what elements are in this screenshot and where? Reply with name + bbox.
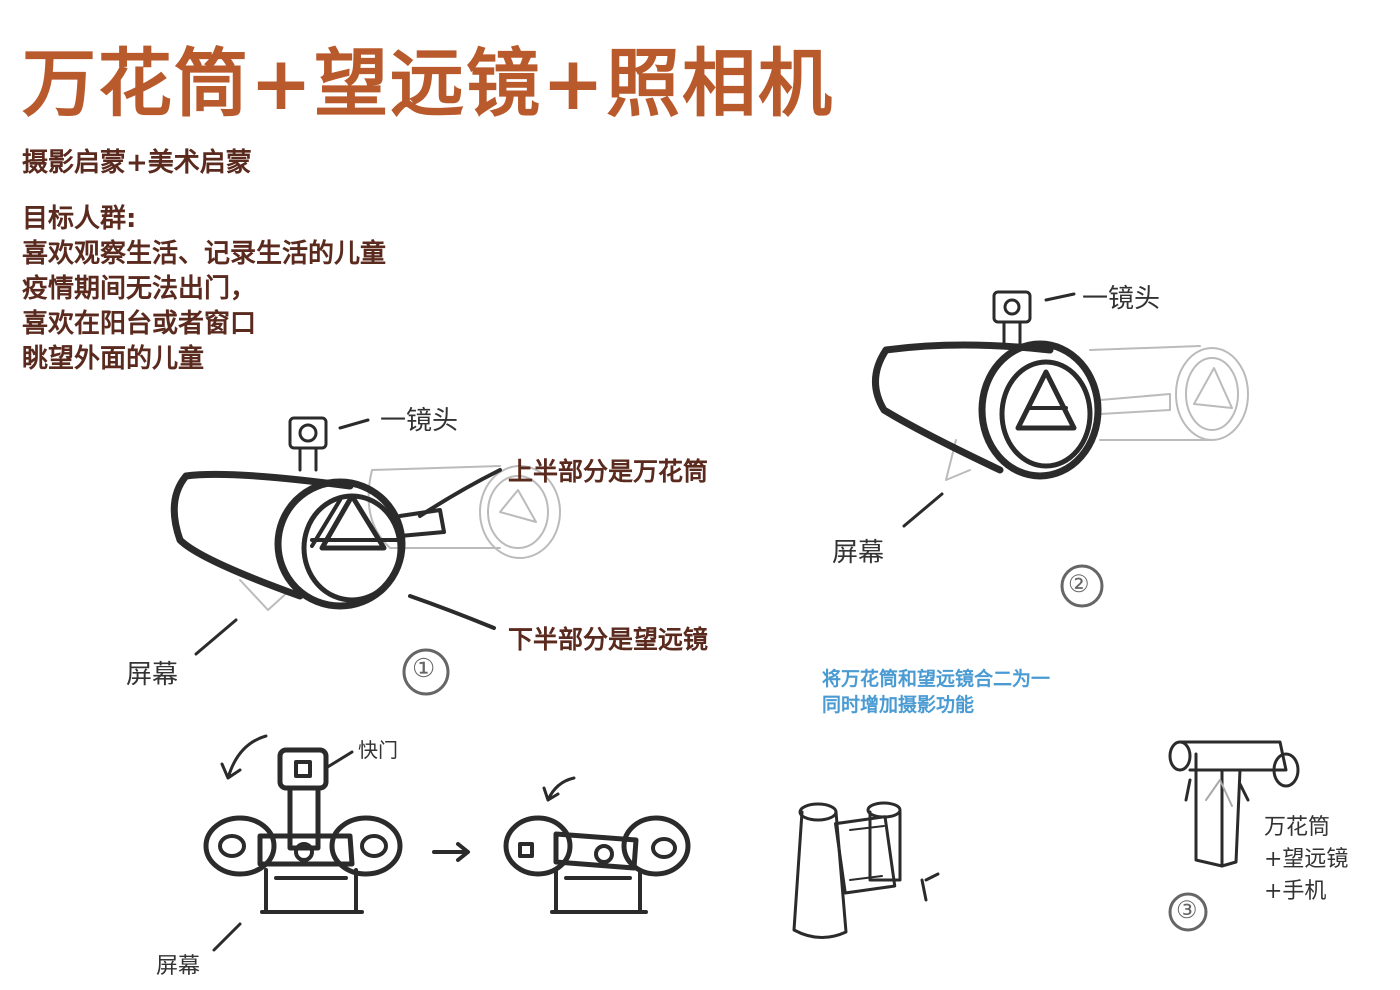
- subtitle: 摄影启蒙+美术启蒙: [22, 148, 252, 178]
- sketch-bottom-left: [203, 734, 403, 952]
- sketch-1-lens-label: 一镜头: [380, 406, 459, 436]
- sketch-2-device: [872, 290, 1249, 608]
- sketch-2-screen-label: 屏幕: [832, 538, 885, 568]
- sketch-3-caption-line-3: +手机: [1264, 879, 1327, 904]
- sketch-3-number: ③: [1176, 896, 1198, 924]
- sketch-1-upper-callout: 上半部分是万花筒: [508, 457, 709, 486]
- sketch-1-screen-label: 屏幕: [126, 660, 179, 690]
- sketch-3-caption-line-2: +望远镜: [1264, 847, 1349, 872]
- target-audience: 目标人群: 喜欢观察生活、记录生活的儿童 疫情期间无法出门， 喜欢在阳台或者窗口…: [22, 202, 386, 377]
- target-audience-line-3: 喜欢在阳台或者窗口: [22, 309, 257, 339]
- sketch-1-device: [170, 416, 561, 696]
- merge-note-line-1: 将万花筒和望远镜合二为一: [822, 668, 1051, 690]
- target-audience-line-1: 喜欢观察生活、记录生活的儿童: [22, 239, 387, 269]
- sketch-3-caption-line-1: 万花筒: [1264, 815, 1331, 840]
- target-audience-line-4: 眺望外面的儿童: [22, 344, 205, 374]
- merge-note-line-2: 同时增加摄影功能: [822, 694, 975, 716]
- bottom-screen-label: 屏幕: [156, 954, 201, 979]
- sketch-binocular: [792, 801, 940, 939]
- sketch-bottom-middle: [503, 776, 691, 914]
- shutter-label: 快门: [358, 738, 398, 762]
- sketch-3-caption: 万花筒 +望远镜 +手机: [1264, 812, 1348, 908]
- sketch-2-number: ②: [1068, 570, 1090, 598]
- target-audience-heading: 目标人群:: [22, 204, 137, 234]
- target-audience-line-2: 疫情期间无法出门，: [22, 274, 257, 304]
- sketch-1-number: ①: [412, 654, 436, 684]
- sketch-2-lens-label: 一镜头: [1082, 284, 1161, 314]
- merge-note: 将万花筒和望远镜合二为一 同时增加摄影功能: [822, 666, 1050, 718]
- sketch-1-lower-callout: 下半部分是望远镜: [508, 625, 709, 654]
- sketch-3-device: [1168, 740, 1300, 932]
- transition-arrow: [432, 842, 470, 862]
- page-title: 万花筒+望远镜+照相机: [22, 41, 835, 127]
